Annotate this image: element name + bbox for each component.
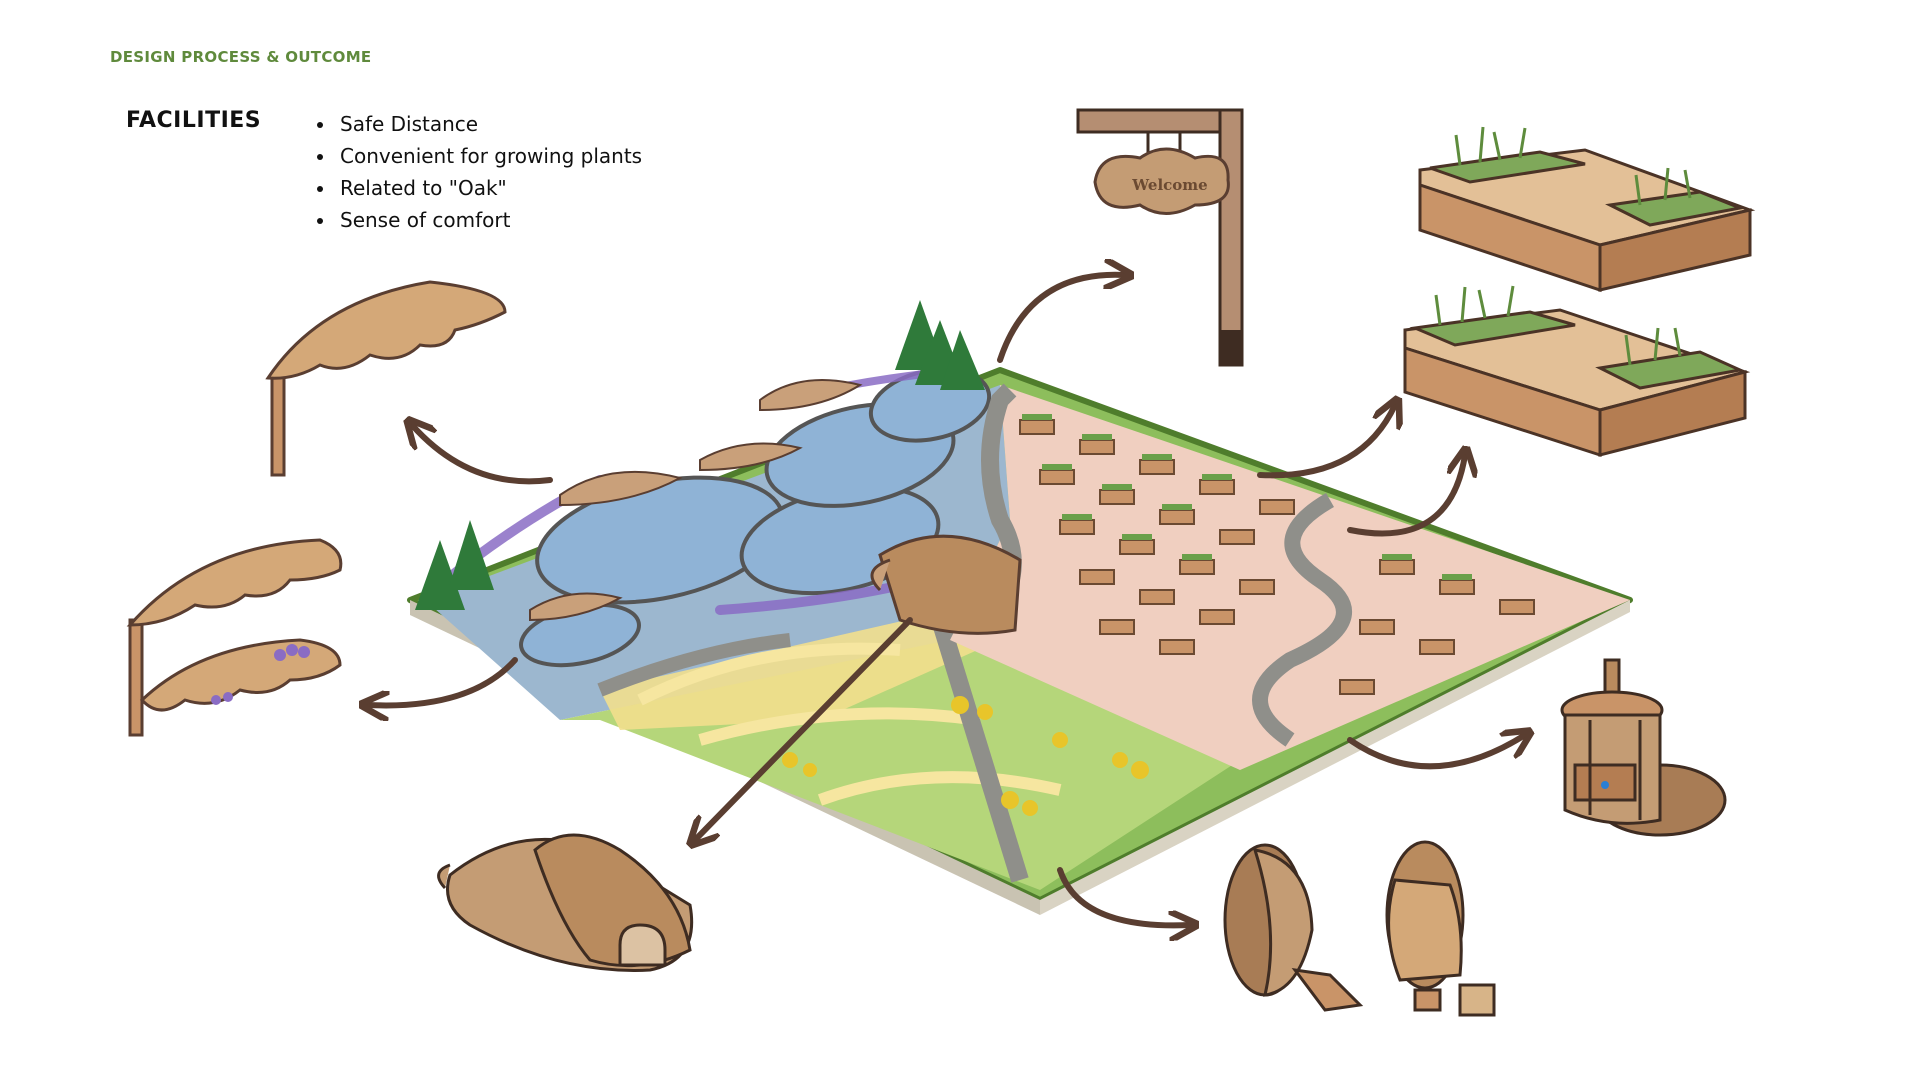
plan-pod-hut (870, 534, 1022, 635)
leaf-pergola-single (265, 280, 507, 477)
arrow-to-pergola-2 (368, 657, 518, 705)
welcome-sign-text: Welcome (1131, 176, 1207, 194)
leaf-pergola-double (126, 538, 343, 737)
egg-chair-2 (1385, 840, 1496, 1017)
garden-plan (407, 300, 1633, 915)
arrow-to-egg-chairs (1057, 867, 1190, 925)
section-label: DESIGN PROCESS & OUTCOME (110, 48, 372, 66)
arrow-to-sign (997, 275, 1125, 363)
facility-item-comfort: Sense of comfort (336, 204, 642, 236)
facility-item-safe-distance: Safe Distance (336, 108, 642, 140)
raised-planter-box-1 (1418, 126, 1756, 293)
facility-item-oak: Related to "Oak" (336, 172, 642, 204)
pod-hut (437, 833, 694, 972)
facilities-list: Safe Distance Convenient for growing pla… (316, 108, 642, 236)
arrow-to-pergola-1 (412, 425, 553, 485)
facilities-heading: FACILITIES (126, 108, 262, 133)
pine-trees (415, 300, 985, 610)
egg-chair-1 (1223, 843, 1364, 1012)
arrow-to-planter-1 (1257, 405, 1395, 479)
raised-planter-box-2 (1403, 285, 1751, 458)
arrow-to-pod-hut (695, 617, 913, 840)
welcome-sign: Welcome (1076, 108, 1244, 367)
raised-planter-grid (1019, 419, 1535, 695)
callout-arrows (368, 275, 1525, 926)
facility-item-growing-plants: Convenient for growing plants (336, 140, 642, 172)
arrow-to-kiosk (1347, 735, 1525, 770)
arrow-to-planter-2 (1347, 455, 1465, 537)
planting-field-zone (950, 385, 1630, 770)
round-kiosk (1560, 658, 1727, 837)
